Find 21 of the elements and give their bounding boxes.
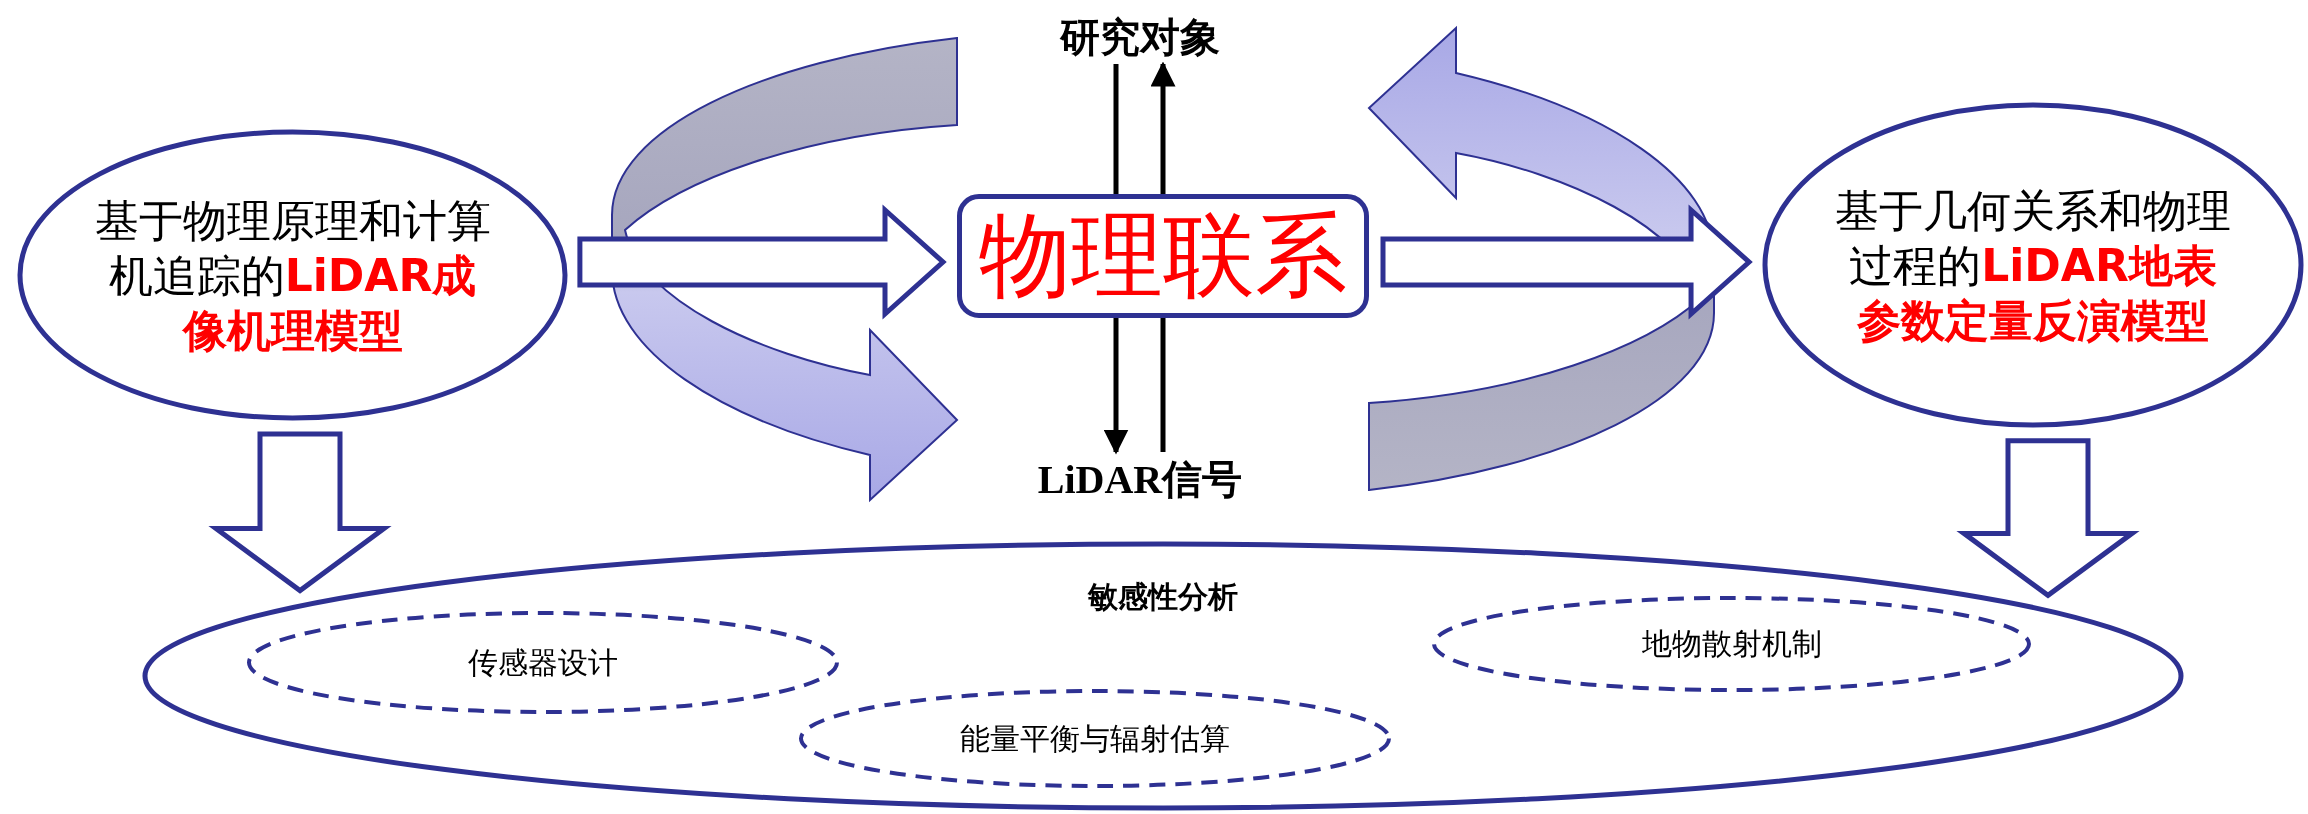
node-text: 敏感性分析 [1088,578,1238,616]
block-arrow [577,204,947,320]
ellipse-node [1763,103,2303,427]
ellipse-node [143,542,2183,810]
node-text: 基于物理原理和计算机追踪的LiDAR成像机理模型 [93,193,492,358]
arrow [1103,318,1129,455]
block-arrow [208,431,392,594]
node-label: 能量平衡与辐射估算 [960,719,1230,758]
node-text: 基于几何关系和物理过程的LiDAR地表参数定量反演模型 [1834,183,2232,348]
process-box: 物理联系 [957,194,1369,318]
dashed-ellipse [1432,596,2031,692]
block-arrow [1956,438,2140,599]
node-label: LiDAR信号 [990,452,1290,506]
arrow [1150,61,1176,194]
block-arrow [1380,204,1753,320]
node-label: 地物散射机制 [1641,625,1822,663]
node-label: 研究对象 [1030,10,1250,64]
node-label: 传感器设计 [468,643,618,682]
dashed-ellipse [247,611,839,714]
dashed-ellipse [799,689,1391,788]
ellipse-node [18,130,567,420]
